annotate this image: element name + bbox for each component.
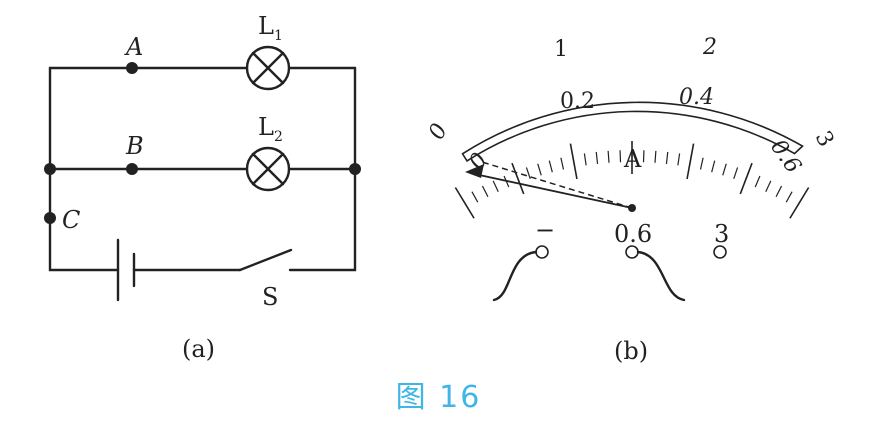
minor-tick: [665, 151, 669, 164]
minor-tick: [492, 180, 499, 192]
scale-lower-0-2: 0.2: [560, 89, 595, 114]
lamp-l2-icon: [245, 146, 291, 192]
node-b-label: B: [125, 132, 144, 160]
lamp-l1-icon: [245, 45, 291, 91]
major-tick: [569, 143, 578, 180]
lead-wire-negative: [492, 250, 538, 302]
minor-tick: [471, 191, 479, 203]
node-a-label: A: [124, 33, 143, 61]
needle-arrowhead-icon: [465, 164, 484, 178]
minor-tick: [775, 185, 783, 198]
minor-tick: [654, 150, 657, 163]
major-tick: [739, 162, 753, 195]
circuit-diagram: A B C L1 L2 S (a): [44, 12, 361, 363]
minor-tick: [548, 160, 553, 173]
minor-tick: [537, 163, 542, 176]
minor-tick: [607, 150, 610, 163]
scale-upper-2: 2: [702, 35, 717, 60]
ammeter-dial: 0 1 2 3 0 0.2 0.4 0.6 A − 0.6 3 (b): [424, 35, 838, 365]
figure-caption: 图 16: [395, 380, 482, 415]
ammeter-major-ticks: [454, 141, 810, 219]
minor-tick: [595, 151, 599, 164]
node-b-dot: [126, 163, 138, 175]
terminal-3-label: 3: [714, 220, 729, 248]
ammeter-scale-band: [461, 101, 804, 163]
terminal-3: [713, 245, 727, 259]
lamp-l2-label: L2: [258, 113, 283, 145]
major-tick: [789, 187, 810, 219]
minor-tick: [722, 163, 727, 176]
node-a-dot: [126, 62, 138, 74]
caption-a: (a): [182, 335, 215, 363]
scale-upper-0: 0: [424, 120, 453, 144]
caption-b: (b): [614, 337, 648, 365]
major-tick: [686, 143, 695, 180]
node-c-dot: [44, 212, 56, 224]
minor-tick: [754, 175, 761, 188]
needle-solid: [469, 172, 633, 209]
scale-upper-3: 3: [810, 127, 839, 151]
needle-dashed: [481, 161, 633, 209]
node-right-junction-dot: [349, 163, 361, 175]
lamp-l1-label: L1: [258, 12, 283, 44]
major-tick: [454, 187, 475, 219]
scale-lower-0-4: 0.4: [679, 85, 714, 110]
terminal-negative: [535, 245, 549, 259]
ammeter-unit-symbol: A: [623, 145, 642, 173]
wire-left-side: [48, 66, 120, 272]
minor-tick: [525, 167, 531, 180]
major-tick: [511, 162, 525, 195]
terminal-negative-label: −: [535, 216, 555, 244]
minor-tick: [583, 153, 587, 166]
node-c-label: C: [62, 206, 80, 234]
minor-tick: [733, 167, 739, 180]
switch-blade: [238, 248, 293, 272]
minor-tick: [785, 191, 793, 203]
minor-tick: [711, 160, 716, 173]
needle-pivot: [628, 204, 636, 212]
minor-tick: [481, 185, 489, 198]
minor-tick: [560, 157, 565, 170]
minor-tick: [699, 157, 704, 170]
lead-wire-0-6: [636, 250, 686, 302]
node-left-junction-dot: [44, 163, 56, 175]
wire-right-side: [288, 66, 357, 272]
scale-upper-1: 1: [554, 37, 568, 62]
switch-label: S: [262, 283, 278, 311]
minor-tick: [677, 153, 681, 166]
minor-tick: [765, 180, 772, 192]
terminal-0-6-label: 0.6: [614, 220, 652, 248]
